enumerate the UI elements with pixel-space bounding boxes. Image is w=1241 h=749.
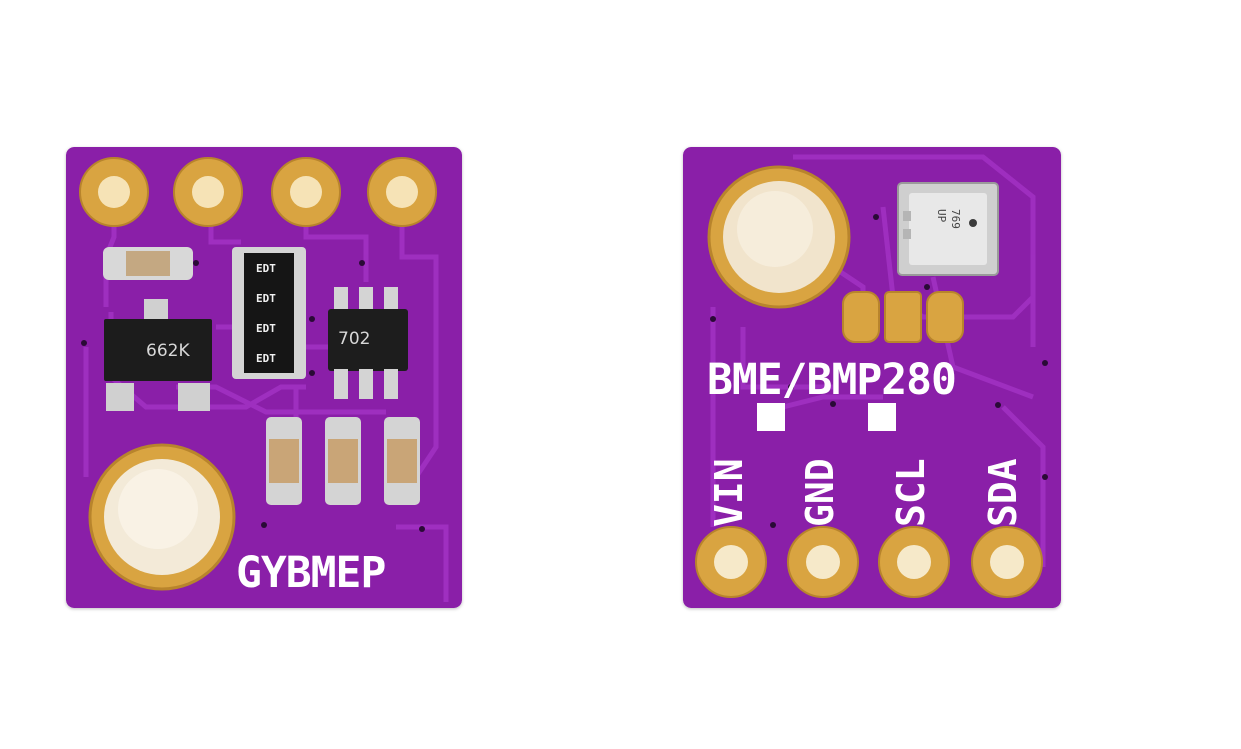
mounting-pad [707,165,851,309]
board-label-gybmep: GYBMEP [236,548,386,598]
pcb-back-artwork [66,147,462,608]
resistor-marking: EDT [256,292,276,305]
header-pads [79,157,437,227]
board-label-bme-bmp280: BME/BMP280 [707,355,957,405]
sensor-marking: UP [935,209,948,223]
pcb-board-back: EDT EDT EDT EDT 662K 702 GYBMEP [66,147,462,608]
pcb-board-front: 769 UP BME/BMP280 VIN GND SCL SDA [683,147,1061,608]
mounting-pad [88,443,236,591]
resistor-marking: EDT [256,322,276,335]
pin-pads [695,526,1043,598]
sensor-marking: 769 [949,209,962,229]
pin-label-scl: SCL [889,458,933,527]
bme280-sensor [897,182,999,276]
pcb-front-artwork [683,147,1061,608]
pin-label-gnd: GND [798,458,842,527]
pin-label-vin: VIN [707,458,751,527]
resistor-marking: EDT [256,352,276,365]
resistor-marking: EDT [256,262,276,275]
regulator-marking: 662K [146,341,190,361]
pin-label-sda: SDA [981,458,1025,527]
mosfet-marking: 702 [338,329,371,349]
